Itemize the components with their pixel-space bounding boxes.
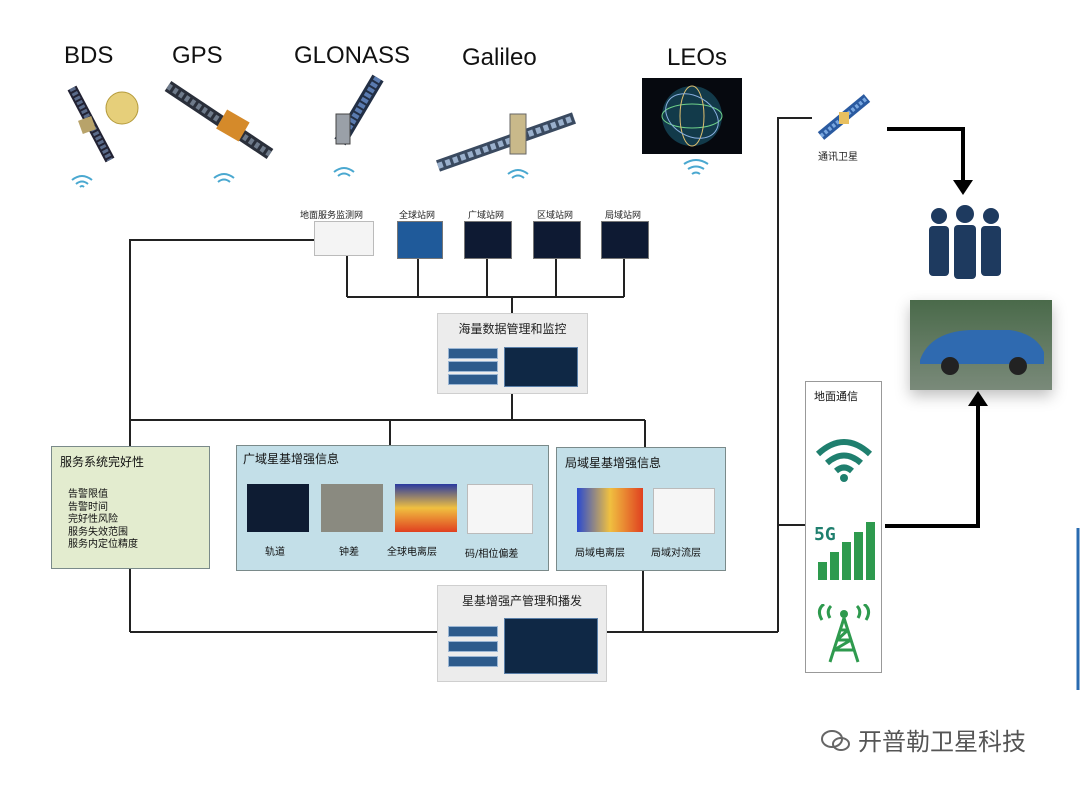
- station-label-local: 局域站网: [605, 211, 642, 221]
- glonass-satellite-icon: [333, 74, 384, 177]
- station-label-regional: 区域站网: [537, 211, 574, 221]
- wide-area-info-box: 广域星基增强信息 轨道 钟差 全球电离层 码/相位偏差: [236, 445, 549, 571]
- label-galileo: Galileo: [462, 44, 537, 71]
- integrity-item: 告警时间: [68, 501, 108, 513]
- dashboard-bar: [448, 626, 498, 637]
- integrity-item: 服务失效范围: [68, 526, 128, 538]
- station-label-global: 全球站网: [399, 211, 436, 221]
- wide-area-network-map: [464, 221, 512, 259]
- caption-clock: 钟差: [339, 547, 359, 558]
- label-glonass: GLONASS: [294, 42, 411, 69]
- code-phase-bias-image: [467, 484, 533, 534]
- dashboard-bar: [448, 361, 498, 372]
- caption-global-ionosphere: 全球电离层: [387, 547, 437, 558]
- caption-code-phase-bias: 码/相位偏差: [465, 549, 519, 560]
- local-network-map: [601, 221, 649, 259]
- caption-local-troposphere: 局域对流层: [651, 548, 701, 559]
- integrity-item: 完好性风险: [68, 514, 118, 525]
- comm-satellite-label: 通讯卫星: [818, 152, 858, 163]
- dashboard-screen: [504, 347, 578, 387]
- local-troposphere-image: [653, 488, 715, 534]
- dashboard-bar: [448, 348, 498, 359]
- ground-monitor-map: [314, 221, 374, 256]
- label-gps: GPS: [172, 42, 223, 69]
- ground-comm-box: 地面通信 5G: [805, 381, 882, 673]
- vehicle-photo: [910, 300, 1052, 390]
- watermark-text: 开普勒卫星科技: [858, 728, 1026, 756]
- leos-signal-icon: [683, 159, 709, 175]
- station-label-ground-monitor: 地面服务监测网: [300, 211, 364, 221]
- 5g-label: 5G: [814, 524, 836, 545]
- caption-orbit: 轨道: [265, 547, 285, 558]
- dashboard-bar: [448, 656, 498, 667]
- integrity-item: 告警限值: [68, 489, 108, 500]
- ground-comm-title: 地面通信: [814, 390, 858, 403]
- label-bds: BDS: [64, 42, 114, 69]
- integrity-list: 告警限值 告警时间 完好性风险 服务失效范围 服务内定位精度: [68, 489, 138, 552]
- integrity-box: 服务系统完好性 告警限值 告警时间 完好性风险 服务失效范围 服务内定位精度: [51, 446, 210, 569]
- users-icon: [929, 205, 1001, 279]
- wechat-icon: [821, 730, 850, 751]
- local-ionosphere-image: [577, 488, 643, 532]
- global-ionosphere-image: [395, 484, 457, 532]
- data-management-panel: 海量数据管理和监控: [437, 313, 588, 394]
- wide-area-info-title: 广域星基增强信息: [243, 452, 340, 466]
- integrity-item: 服务内定位精度: [68, 539, 138, 550]
- bds-satellite-icon: [67, 85, 139, 188]
- local-area-info-title: 局域星基增强信息: [565, 456, 662, 470]
- local-area-info-box: 局域星基增强信息 局域电离层 局域对流层: [556, 447, 726, 571]
- orbit-image: [247, 484, 309, 532]
- regional-network-map: [533, 221, 581, 259]
- product-management-title: 星基增强产管理和播发: [461, 594, 582, 608]
- comm-satellite-icon: [817, 94, 871, 140]
- caption-local-ionosphere: 局域电离层: [575, 548, 625, 559]
- global-network-map: [397, 221, 443, 259]
- clock-image: [321, 484, 383, 532]
- signal-bars-icon: [818, 522, 875, 580]
- wifi-icon: [815, 439, 873, 482]
- dashboard-screen: [504, 618, 598, 674]
- label-leos: LEOs: [667, 44, 728, 71]
- data-management-title: 海量数据管理和监控: [458, 322, 567, 336]
- galileo-satellite-icon: [436, 112, 576, 179]
- station-label-wide-area: 广域站网: [468, 211, 505, 221]
- integrity-title: 服务系统完好性: [60, 455, 145, 469]
- dashboard-bar: [448, 374, 498, 385]
- antenna-tower-icon: [817, 604, 871, 663]
- dashboard-bar: [448, 641, 498, 652]
- product-management-panel: 星基增强产管理和播发: [437, 585, 607, 682]
- leos-constellation-image: [642, 78, 742, 154]
- gps-satellite-icon: [164, 81, 274, 183]
